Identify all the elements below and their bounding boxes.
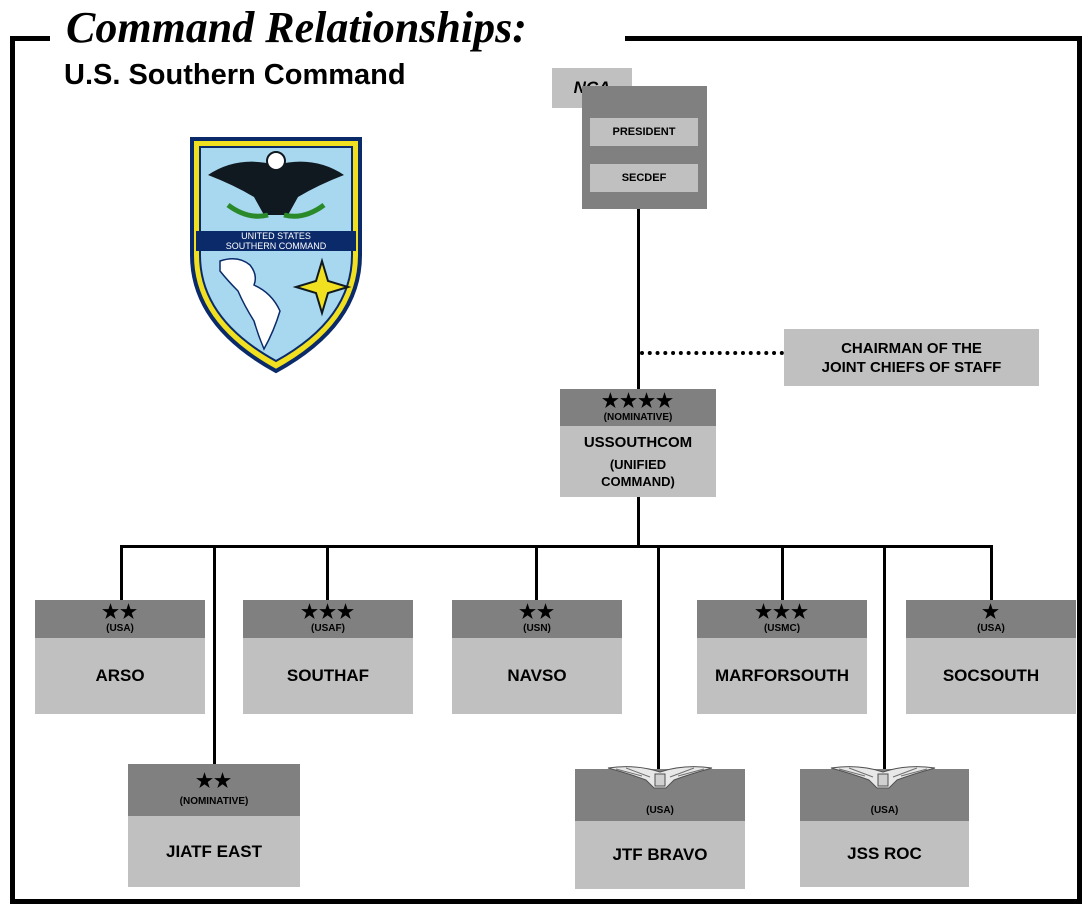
page-title: Command Relationships: bbox=[60, 4, 533, 52]
jtf-bravo-name: JTF BRAVO bbox=[612, 845, 708, 864]
ussouthcom-rank: (NOMINATIVE) bbox=[603, 411, 673, 423]
connector-southcom-bus bbox=[637, 497, 640, 546]
socsouth-service: (USA) bbox=[977, 623, 1005, 634]
cjcs-line2: JOINT CHIEFS OF STAFF bbox=[821, 358, 1002, 376]
jiatf-east-body: JIATF EAST bbox=[128, 816, 300, 887]
jss-roc-body: JSS ROC bbox=[800, 821, 969, 887]
southaf-body: SOUTHAF bbox=[243, 638, 413, 714]
secdef-box: SECDEF bbox=[590, 164, 698, 192]
jtf-bravo-service: (USA) bbox=[646, 805, 674, 816]
jtf-bravo-body: JTF BRAVO bbox=[575, 821, 745, 889]
connector-nca-southcom bbox=[637, 209, 640, 389]
navso-stars: ★★ bbox=[518, 602, 556, 623]
arso-stars: ★★ bbox=[101, 602, 139, 623]
socsouth-header: ★ (USA) bbox=[906, 600, 1076, 638]
subordinate-bus bbox=[120, 545, 993, 548]
jiatf-east-name: JIATF EAST bbox=[165, 841, 263, 861]
connector-jss-roc bbox=[883, 545, 886, 770]
ussouthcom-name: USSOUTHCOM bbox=[583, 433, 693, 451]
president-label: PRESIDENT bbox=[612, 126, 676, 138]
navso-service: (USN) bbox=[523, 623, 551, 634]
frame-top-left bbox=[10, 36, 50, 41]
eagle-icon bbox=[607, 766, 713, 789]
compass-rose-icon bbox=[292, 257, 352, 317]
marforsouth-name: MARFORSOUTH bbox=[714, 666, 850, 685]
connector-jtf-bravo bbox=[657, 545, 660, 769]
jss-roc-service: (USA) bbox=[870, 805, 899, 816]
ussouthcom-body: USSOUTHCOM (UNIFIED COMMAND) bbox=[560, 426, 716, 497]
connector-jiatf bbox=[213, 545, 216, 764]
cjcs-box: CHAIRMAN OF THE JOINT CHIEFS OF STAFF bbox=[784, 329, 1039, 386]
arso-header: ★★ (USA) bbox=[35, 600, 205, 638]
southaf-service: (USAF) bbox=[311, 623, 345, 634]
connector-arso bbox=[120, 545, 123, 600]
connector-marforsouth bbox=[781, 545, 784, 600]
marforsouth-service: (USMC) bbox=[763, 623, 801, 634]
socsouth-name: SOCSOUTH bbox=[942, 666, 1040, 685]
eagle-icon bbox=[208, 161, 344, 215]
president-box: PRESIDENT bbox=[590, 118, 698, 146]
svg-text:UNITED STATES: UNITED STATES bbox=[241, 231, 311, 241]
southcom-emblem: UNITED STATES SOUTHERN COMMAND bbox=[190, 137, 362, 374]
southaf-name: SOUTHAF bbox=[286, 666, 370, 685]
arso-service: (USA) bbox=[106, 623, 134, 634]
frame-right bbox=[1077, 36, 1082, 904]
marforsouth-header: ★★★ (USMC) bbox=[697, 600, 867, 638]
ussouthcom-header: ★★★★ (NOMINATIVE) bbox=[560, 389, 716, 426]
socsouth-body: SOCSOUTH bbox=[906, 638, 1076, 714]
frame-left bbox=[10, 36, 15, 904]
arso-body: ARSO bbox=[35, 638, 205, 714]
eagle-icon bbox=[830, 766, 936, 789]
cjcs-dotted-connector bbox=[640, 351, 784, 355]
page-subtitle: U.S. Southern Command bbox=[64, 59, 406, 91]
marforsouth-body: MARFORSOUTH bbox=[697, 638, 867, 714]
southaf-header: ★★★ (USAF) bbox=[243, 600, 413, 638]
frame-bottom bbox=[10, 899, 1082, 904]
navso-name: NAVSO bbox=[507, 666, 567, 685]
arso-name: ARSO bbox=[95, 666, 145, 685]
socsouth-stars: ★ bbox=[981, 602, 1001, 623]
navso-header: ★★ (USN) bbox=[452, 600, 622, 638]
southaf-stars: ★★★ bbox=[300, 602, 356, 623]
connector-southaf bbox=[326, 545, 329, 600]
cjcs-line1: CHAIRMAN OF THE bbox=[841, 339, 982, 357]
jss-roc-name: JSS ROC bbox=[847, 844, 922, 863]
jiatf-east-service: (NOMINATIVE) bbox=[179, 796, 249, 807]
ussouthcom-stars: ★★★★ bbox=[601, 390, 675, 412]
connector-socsouth bbox=[990, 545, 993, 600]
ussouthcom-type-1: (UNIFIED bbox=[609, 456, 667, 472]
frame-top-right bbox=[625, 36, 1082, 41]
jiatf-east-header: ★★ (NOMINATIVE) bbox=[128, 764, 300, 816]
ussouthcom-type-2: COMMAND) bbox=[601, 473, 675, 489]
secdef-label: SECDEF bbox=[621, 172, 667, 184]
svg-text:SOUTHERN COMMAND: SOUTHERN COMMAND bbox=[226, 241, 327, 251]
navso-body: NAVSO bbox=[452, 638, 622, 714]
jiatf-east-stars: ★★ bbox=[195, 771, 233, 792]
americas-map-icon bbox=[219, 258, 281, 351]
marforsouth-stars: ★★★ bbox=[754, 602, 810, 623]
connector-navso bbox=[535, 545, 538, 600]
